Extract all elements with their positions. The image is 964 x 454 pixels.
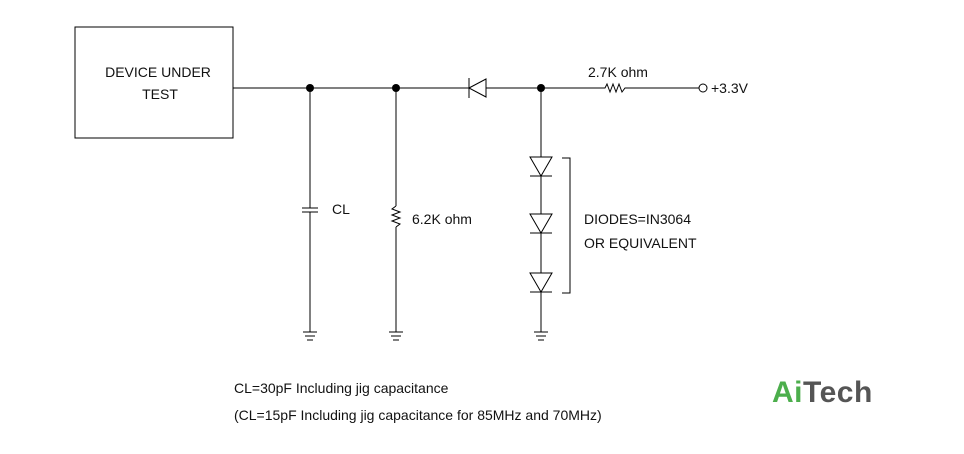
diode-stack-bracket	[562, 157, 571, 294]
pulldown-resistor-label: 6.2K ohm	[412, 211, 472, 227]
pullup-resistor-label: 2.7K ohm	[588, 64, 648, 80]
capacitor-label: CL	[332, 201, 350, 217]
load-capacitor	[302, 88, 318, 332]
dut-label-line2: TEST	[142, 86, 178, 102]
logo-part-tech: Tech	[803, 376, 873, 409]
ground-symbol-resistor	[389, 331, 403, 341]
logo-part-ai: Ai	[772, 376, 803, 409]
device-under-test-box	[74, 26, 234, 139]
pullup-resistor	[602, 82, 628, 94]
supply-terminal	[698, 83, 708, 93]
stack-diode-3	[529, 272, 553, 293]
note-line-2: (CL=15pF Including jig capacitance for 8…	[234, 407, 602, 423]
diodes-label-line1: DIODES=IN3064	[584, 211, 691, 227]
series-diode	[467, 78, 487, 98]
ground-symbol-cl	[303, 331, 317, 341]
note-line-1: CL=30pF Including jig capacitance	[234, 380, 449, 396]
diodes-label-line2: OR EQUIVALENT	[584, 235, 697, 251]
aitech-logo: AiTech	[772, 376, 873, 410]
stack-diode-1	[529, 156, 553, 177]
pulldown-resistor	[390, 88, 402, 332]
stack-diode-2	[529, 213, 553, 234]
supply-label: +3.3V	[711, 80, 749, 96]
ground-symbol-diodes	[534, 331, 548, 341]
dut-label-line1: DEVICE UNDER	[105, 64, 211, 80]
